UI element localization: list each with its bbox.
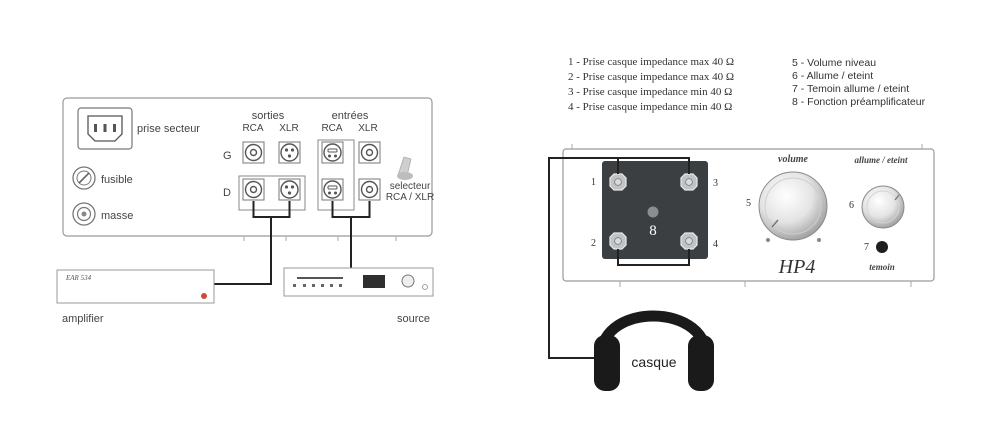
legend-item-6: 6 - Allume / eteint <box>792 70 873 82</box>
legend-item-8: 8 - Fonction préamplificateur <box>792 96 926 108</box>
rear-cables <box>214 201 371 285</box>
fuse-icon <box>72 166 96 190</box>
legend-item-5: 5 - Volume niveau <box>792 57 876 69</box>
legend-jacks: 1 - Prise casque impedance max 40 Ω 2 - … <box>568 56 734 113</box>
front-panel: 8 1 2 3 4 volume 5 allume / eteint <box>562 144 935 287</box>
input-xlr-left-icon <box>321 141 344 164</box>
headphone-cable <box>548 157 690 359</box>
headphones-label: casque <box>631 354 676 370</box>
amplifier-caption: amplifier <box>62 313 104 325</box>
source-knob-icon <box>401 274 415 288</box>
amplifier-device-label: EAR 534 <box>65 274 92 282</box>
outputs-label: sorties <box>252 110 285 122</box>
jack-3-icon <box>680 173 698 191</box>
output-rca-right-icon <box>242 178 265 201</box>
preamp-indicator-icon <box>647 206 659 218</box>
inputs-rca-label: RCA <box>321 123 342 134</box>
legend-controls: 5 - Volume niveau 6 - Allume / eteint 7 … <box>792 57 926 108</box>
output-xlr-right-icon <box>278 178 301 201</box>
rear-panel: prise secteur fusible masse sorties entr… <box>62 97 434 241</box>
headphones-icon <box>594 310 714 391</box>
jack-1-icon <box>609 173 627 191</box>
power-knob-icon <box>861 185 905 229</box>
selector-label-line2: RCA / XLR <box>386 192 434 203</box>
jack-number-3: 3 <box>713 178 718 189</box>
inputs-xlr-label: XLR <box>358 123 377 134</box>
right-channel-label: D <box>223 187 231 199</box>
source-caption: source <box>397 313 430 325</box>
fuse-label: fusible <box>101 174 133 186</box>
led-indicator-icon <box>876 241 888 253</box>
power-label: allume / eteint <box>855 155 908 165</box>
legend-item-1: 1 - Prise casque impedance max 40 Ω <box>568 56 734 68</box>
mains-socket-label: prise secteur <box>137 123 200 135</box>
inputs-label: entrées <box>332 110 369 122</box>
power-number: 6 <box>849 200 854 211</box>
jack-2-icon <box>609 232 627 250</box>
volume-label: volume <box>778 154 809 165</box>
ground-label: masse <box>101 210 133 222</box>
input-xlr-right-icon <box>321 178 344 201</box>
legend-item-4: 4 - Prise casque impedance min 40 Ω <box>568 101 732 113</box>
outputs-xlr-label: XLR <box>279 123 298 134</box>
input-rca-left-icon <box>358 141 381 164</box>
jack-number-4: 4 <box>713 239 718 250</box>
selector-label-line1: selecteur <box>390 181 431 192</box>
source-display-icon <box>363 275 385 288</box>
legend-item-3: 3 - Prise casque impedance min 40 Ω <box>568 86 732 98</box>
model-name: HP4 <box>778 256 816 278</box>
output-xlr-left-icon <box>278 141 301 164</box>
amplifier-led-icon <box>201 293 207 299</box>
mains-socket-icon <box>77 107 133 150</box>
led-label: temoin <box>869 262 895 272</box>
output-rca-left-icon <box>242 141 265 164</box>
source-device <box>283 267 434 297</box>
legend-item-7: 7 - Temoin allume / eteint <box>792 83 909 95</box>
input-rca-right-icon <box>358 178 381 201</box>
left-channel-label: G <box>223 150 232 162</box>
jack-number-2: 2 <box>591 238 596 249</box>
volume-number: 5 <box>746 198 751 209</box>
selector-toggle-icon <box>397 156 413 180</box>
ground-terminal-icon <box>72 202 96 226</box>
outputs-rca-label: RCA <box>242 123 263 134</box>
jack-number-1: 1 <box>591 177 596 188</box>
preamp-number: 8 <box>649 223 657 239</box>
led-number: 7 <box>864 242 869 253</box>
jack-4-icon <box>680 232 698 250</box>
legend-item-2: 2 - Prise casque impedance max 40 Ω <box>568 71 734 83</box>
amplifier-device: EAR 534 <box>56 269 215 304</box>
volume-knob-icon <box>758 171 828 241</box>
